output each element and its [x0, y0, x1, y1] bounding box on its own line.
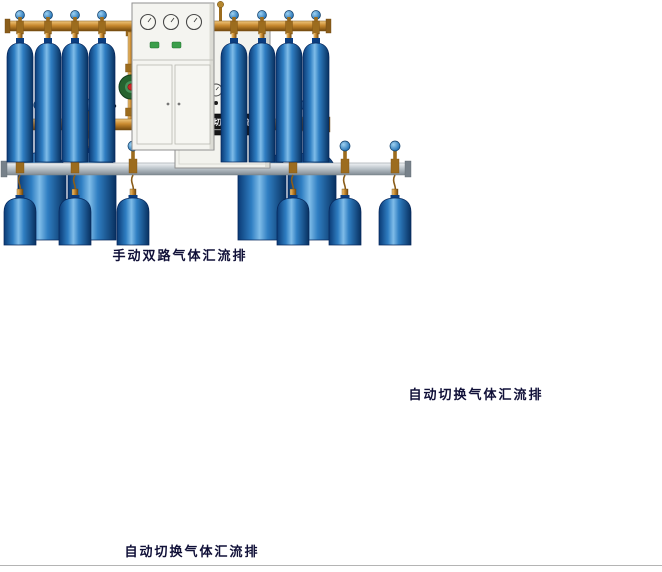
indicator-button — [171, 41, 182, 49]
auto-switching-manifold-bottom-image — [4, 2, 332, 163]
gas-cylinder — [58, 188, 92, 246]
product-caption: 自动切换气体汇流排 — [124, 544, 260, 559]
door-handle — [166, 102, 170, 106]
control-cabinet — [131, 2, 215, 151]
gas-cylinder — [6, 37, 34, 163]
cylinder-connection-valve — [43, 10, 53, 41]
cabinet-gauges — [139, 13, 203, 31]
gas-cylinder — [3, 188, 37, 246]
gas-cylinder — [378, 188, 412, 246]
cylinder-connection-valve — [229, 10, 239, 41]
cylinder-connection-valve — [15, 10, 25, 41]
gas-cylinder — [61, 37, 89, 163]
cabinet-top-valve — [217, 1, 224, 8]
gas-cylinder — [302, 37, 330, 163]
gas-cylinder — [88, 37, 116, 163]
cylinder-connection-valve — [284, 10, 294, 41]
product-caption: 手动双路气体汇流排 — [112, 248, 248, 263]
indicator-button — [149, 41, 160, 49]
gas-cylinder — [116, 188, 150, 246]
gas-cylinder — [220, 37, 248, 163]
cylinder-connection-valve — [257, 10, 267, 41]
cylinder-connection-valve — [389, 140, 401, 192]
gas-cylinder — [34, 37, 62, 163]
gas-cylinder — [276, 188, 310, 246]
gas-cylinder — [328, 188, 362, 246]
cylinder-connection-valve — [70, 10, 80, 41]
cylinder-connection-valve — [311, 10, 321, 41]
gas-cylinder — [248, 37, 276, 163]
cylinder-connection-valve — [339, 140, 351, 192]
cabinet-door — [174, 64, 211, 145]
product-caption: 自动切换气体汇流排 — [408, 387, 544, 402]
cabinet-door — [136, 64, 173, 145]
cabinet-knob — [214, 101, 218, 105]
bottom-divider — [0, 565, 662, 566]
cylinder-connection-valve — [97, 10, 107, 41]
door-handle — [177, 102, 181, 106]
gas-cylinder — [275, 37, 303, 163]
